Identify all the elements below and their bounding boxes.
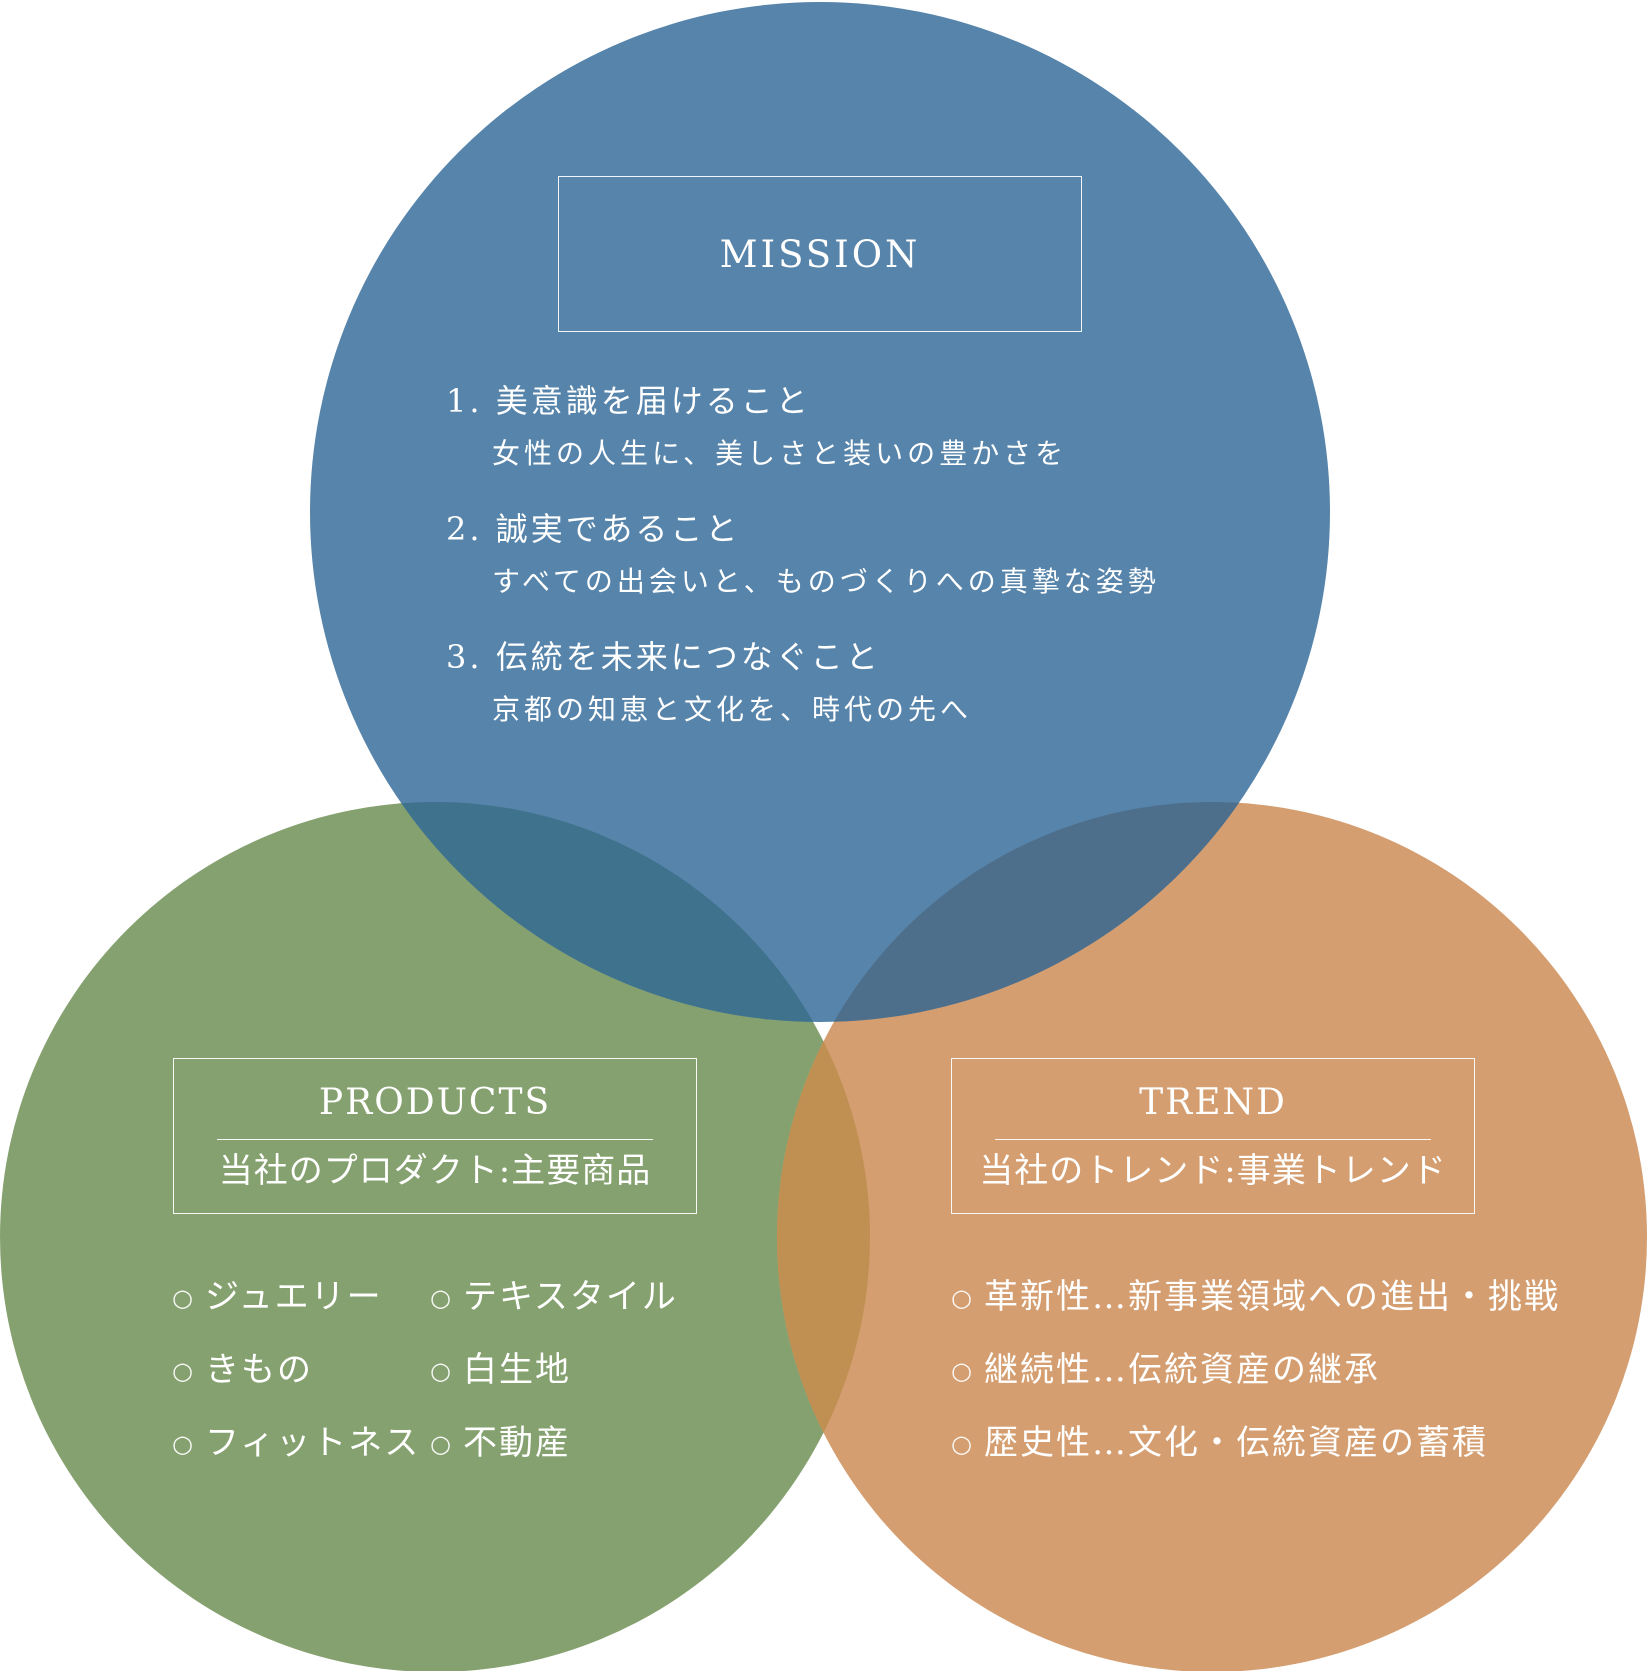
mission-circle bbox=[310, 2, 1330, 1022]
trend-circle bbox=[777, 802, 1647, 1671]
products-circle bbox=[0, 802, 870, 1671]
